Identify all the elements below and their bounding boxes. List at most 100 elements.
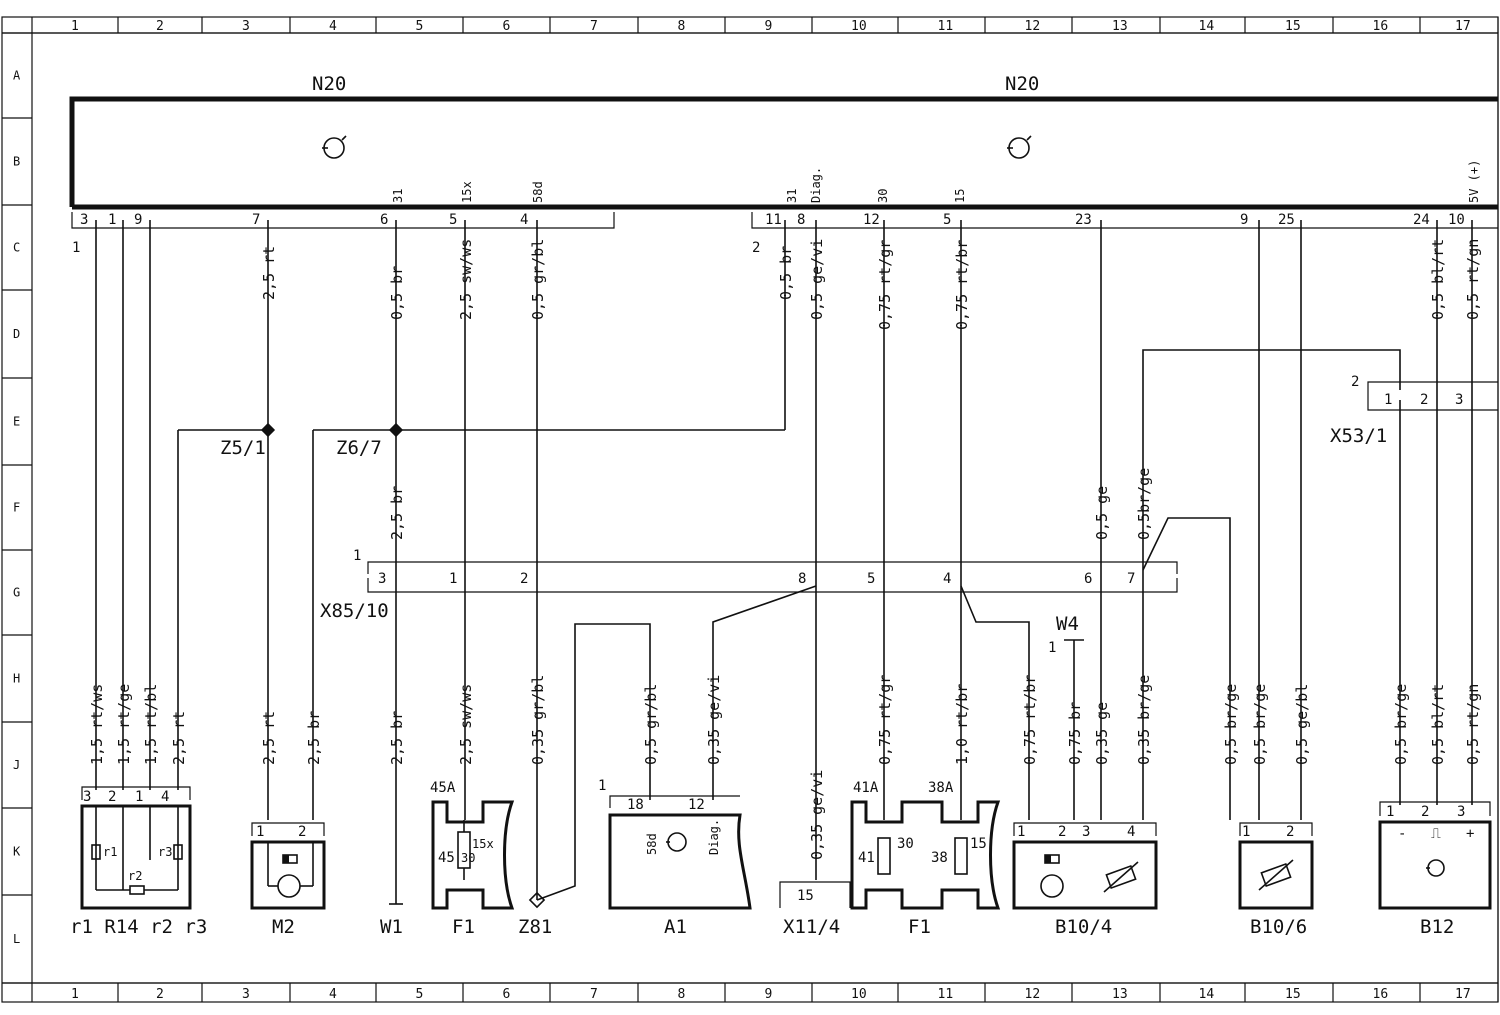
column-number: 15 [1285,987,1301,1002]
row-letter: B [13,155,20,169]
b12-pin: 2 [1421,804,1429,820]
wire-label: 0,5 br/ge [1222,684,1240,765]
component-name: F1 [452,916,475,938]
wire-label: 0,5 rt/gn [1464,239,1482,320]
fuse-terminal: 30 [897,836,914,852]
b10-4-pin: 3 [1082,824,1090,840]
pin-6: 6 [380,212,388,228]
wire-label: 2,5 rt [260,711,278,765]
wire-label: 0,35 ge/vi [808,770,826,860]
x85-pin-8: 8 [798,571,806,587]
x53-pin-2: 2 [1420,392,1428,408]
pin-9b: 9 [1240,212,1248,228]
wire-label: 0,75 rt/gr [876,240,894,330]
row-letter: L [13,932,20,946]
n20-label-left: N20 [312,73,346,95]
pin-11: 11 [765,212,782,228]
column-number: 16 [1373,987,1389,1002]
wire-label: 1,5 rt/bl [142,684,160,765]
component-f1-a: 45A 15x 30 45 F1 [430,780,515,938]
wire-label: 0,75 br [1066,702,1084,765]
r14-pin: 4 [161,789,169,805]
fuse-rating: 38A [928,780,954,796]
wire-label: 0,5 br/ge [1392,684,1410,765]
row-letter: A [13,69,21,83]
a1-pin: 18 [627,797,644,813]
m2-pin: 1 [256,824,264,840]
splice-label: Z5/1 [220,437,266,459]
component-name: X11/4 [783,916,840,938]
column-number: 8 [678,19,686,34]
x53-pin-3: 3 [1455,392,1463,408]
column-number: 6 [503,987,511,1002]
connector-name: X53/1 [1330,425,1387,447]
wire-label: 0,5 br [388,266,406,320]
component-r14: 3 2 1 4 r1 r2 r3 r1 R14 r2 r3 [70,786,207,938]
component-f1-b: 41A 38A 30 41 15 38 F1 [850,780,1001,938]
component-name-w1: W1 [380,916,403,938]
component-b12: 1 2 3 - ⎍ + B12 [1378,801,1492,938]
wire-label: 0,5 ge/vi [808,239,826,320]
pin-24: 24 [1413,212,1430,228]
term-15x: 15x [460,181,474,203]
motor-icon [267,842,314,898]
column-number: 11 [938,987,954,1002]
connector-name: X85/10 [320,600,389,622]
w4-label: W4 [1056,613,1079,635]
row-letter: H [13,672,20,686]
column-number: 6 [503,19,511,34]
a1-term: Diag. [707,819,721,855]
wire-label: 2,5 rt [170,711,188,765]
b10-4-pin: 2 [1058,824,1066,840]
column-number: 1 [71,987,79,1002]
component-m2: 1 2 M2 [250,822,326,938]
wire-label: 2,5 sw/ws [457,239,475,320]
pin-8: 8 [797,212,805,228]
column-number: 12 [1025,19,1041,34]
w4-index: 1 [1048,640,1056,656]
term-5v: 5V (+) [1467,160,1481,203]
component-x11-4: 15 X11/4 [779,881,851,938]
fuse-number: 41 [858,850,875,866]
component-b10-4: 1 2 3 4 B10/4 [1012,822,1158,938]
row-letter: C [13,241,20,255]
wire-label: 0,75 rt/br [953,240,971,330]
wire-label: 0,5 bl/rt [1429,239,1447,320]
column-number: 7 [590,987,598,1002]
b10-6-pin: 2 [1286,824,1294,840]
wire-labels-bottom: 1,5 rt/ws 1,5 rt/ge 1,5 rt/bl 2,5 rt 2,5… [88,675,1482,860]
term-31b: 31 [785,189,799,203]
pin-1: 1 [108,212,116,228]
column-number: 16 [1373,19,1389,34]
wire-label: 1,5 rt/ws [88,684,106,765]
wire-label: 0,35 ge [1093,702,1111,765]
n20-connector-1: 1 [71,212,615,256]
x85-pin-6: 6 [1084,571,1092,587]
component-name: B10/6 [1250,916,1307,938]
temperature-sensor-icon [1258,859,1294,891]
ground-symbol-icon [1007,135,1032,159]
column-number: 10 [851,19,867,34]
b12-sign: + [1466,826,1474,842]
fuse-number: 45 [438,850,455,866]
term-diag: Diag. [809,167,823,203]
connector-index: 1 [72,240,80,256]
wire-label: 0,75 rt/br [1021,675,1039,765]
component-name: r1 R14 r2 r3 [70,916,207,938]
wire-label: 0,5br/ge [1135,468,1153,540]
column-number: 17 [1455,987,1471,1002]
component-name: M2 [272,916,295,938]
wire-label: 0,5 gr/bl [642,684,660,765]
wire-labels-mid: 2,5 br 0,5 ge 0,5br/ge [388,468,1153,540]
component-name: A1 [664,916,687,938]
pin-5: 5 [449,212,457,228]
n20-connector-2: 2 [751,212,1498,256]
x85-pin-3: 3 [378,571,386,587]
r3-label: r3 [158,845,172,859]
column-number: 4 [329,19,337,34]
wire-label: 0,5 gr/bl [529,239,547,320]
component-z81: Z81 [518,891,552,938]
fuse-terminal: 15 [970,836,987,852]
column-number: 8 [678,987,686,1002]
